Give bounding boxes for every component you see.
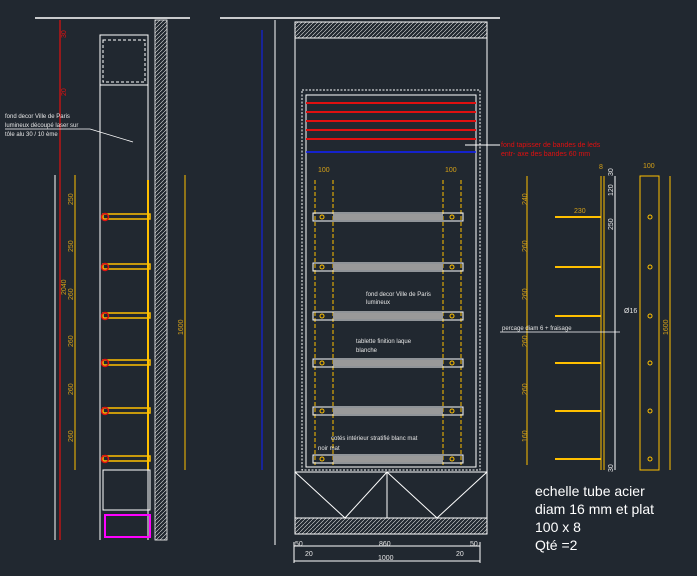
ladder-rung xyxy=(319,408,325,414)
dim-right-step: 160 xyxy=(522,430,529,442)
shelf-frame xyxy=(312,262,464,272)
shelf-frame xyxy=(312,406,464,416)
dim-right-mark: 100 xyxy=(643,163,655,170)
dim-left-step: 260 xyxy=(68,383,75,395)
left-note-line-1: fond decor Ville de Paris xyxy=(5,114,70,120)
left-section-view xyxy=(5,19,186,541)
left-shelf xyxy=(102,359,151,366)
cotes-note-line-1: cotés intérieur stratifié blanc mat xyxy=(331,436,418,442)
shelf xyxy=(333,360,443,366)
ladder-rung xyxy=(100,262,110,272)
dim-gap-right: 20 xyxy=(456,551,464,558)
shelf-frame xyxy=(312,212,464,222)
ladder-rung xyxy=(449,264,455,270)
dim-right-mark: 230 xyxy=(574,208,586,215)
left-shelf xyxy=(102,263,151,270)
dim-top-width: 100 xyxy=(445,167,457,174)
shelf-frame xyxy=(312,311,464,321)
top-hatch xyxy=(294,21,488,39)
ladder-rung xyxy=(449,360,455,366)
ladder-rung xyxy=(100,311,110,321)
diam-label: Ø16 xyxy=(624,308,637,315)
dim-left-top: 20 xyxy=(61,88,68,96)
dim-right-height: 1600 xyxy=(663,319,670,335)
dim-left-height: 1600 xyxy=(178,319,185,335)
rung-hole xyxy=(647,264,653,270)
dim-left-step: 250 xyxy=(68,240,75,252)
left-shelf xyxy=(102,213,151,220)
dim-left-step: 260 xyxy=(68,335,75,347)
rung-hole xyxy=(647,313,653,319)
dim-side-left: 50 xyxy=(295,541,303,548)
spec-line-4: Qté =2 xyxy=(535,537,578,553)
ladder-rung xyxy=(319,313,325,319)
dim-left-step: 260 xyxy=(68,430,75,442)
dim-right-mark: 120 xyxy=(608,184,615,196)
dim-side-right: 50 xyxy=(470,541,478,548)
dim-gap-left: 20 xyxy=(305,551,313,558)
tablette-note-line-1: tablette finition laque xyxy=(356,339,412,345)
ladder-rung xyxy=(319,264,325,270)
ladder-rung xyxy=(100,454,110,464)
ladder-rung xyxy=(449,313,455,319)
shelf xyxy=(333,408,443,414)
dim-right-mark: 30 xyxy=(608,168,615,176)
left-note-line-3: tôle alu 30 / 10 ème xyxy=(5,132,58,138)
red-note-line-2: entr- axe des bandes 60 mm xyxy=(501,151,590,158)
dim-left-step: 260 xyxy=(68,288,75,300)
left-shelf xyxy=(102,455,151,462)
shelf xyxy=(333,264,443,270)
tablette-note-line-2: blanche xyxy=(356,348,378,354)
front-view xyxy=(261,20,500,545)
rung-hole xyxy=(647,408,653,414)
ladder-rung xyxy=(449,408,455,414)
dim-top-width: 100 xyxy=(318,167,330,174)
left-note-line-2: lumineux découpé laser sur xyxy=(5,123,78,129)
rung-hole xyxy=(647,214,653,220)
red-note-line-1: fond tapisser de bandes de leds xyxy=(501,142,601,149)
left-shelf xyxy=(102,407,151,414)
shelf-frame xyxy=(312,454,464,464)
shelf xyxy=(333,214,443,220)
dim-left-top: 30 xyxy=(61,30,68,38)
ladder-rung xyxy=(449,214,455,220)
dim-left-total: 2040 xyxy=(61,279,68,295)
ladder-rung xyxy=(319,360,325,366)
rung-hole xyxy=(647,360,653,366)
percage-note: percage diam 6 + fraisage xyxy=(502,326,572,332)
ladder-rung xyxy=(100,212,110,222)
fond-note-line-2: lumineux xyxy=(366,300,390,306)
bottom-dimensions xyxy=(293,542,481,563)
spec-line-2: diam 16 mm et plat xyxy=(535,501,654,517)
dim-right-step: 260 xyxy=(522,288,529,300)
spec-line-1: echelle tube acier xyxy=(535,483,645,499)
dim-right-step: 260 xyxy=(522,383,529,395)
left-shelf xyxy=(102,312,151,319)
dim-left-step: 250 xyxy=(68,193,75,205)
ladder-rung xyxy=(100,358,110,368)
ladder-detail xyxy=(500,175,671,471)
dim-right-mark: 30 xyxy=(608,464,615,472)
dim-right-step: 260 xyxy=(522,240,529,252)
spec-line-3: 100 x 8 xyxy=(535,519,581,535)
ladder-rung xyxy=(100,406,110,416)
ladder-rung xyxy=(319,456,325,462)
wall-hatch xyxy=(154,19,168,541)
cotes-note-line-2: noir mat xyxy=(318,446,340,452)
base-plinth xyxy=(104,514,151,538)
ladder-rung xyxy=(449,456,455,462)
dim-total-width: 1000 xyxy=(378,555,394,562)
dim-right-mark: 250 xyxy=(608,218,615,230)
shelf xyxy=(333,456,443,462)
shelf-frame xyxy=(312,358,464,368)
ladder-rung xyxy=(319,214,325,220)
dim-inner: 860 xyxy=(379,541,391,548)
rung-hole xyxy=(647,456,653,462)
dim-right-mark: 8 xyxy=(599,164,603,171)
shelf xyxy=(333,313,443,319)
dim-right-step: 260 xyxy=(522,335,529,347)
bottom-hatch xyxy=(294,517,488,535)
fond-note-line-1: fond decor Ville de Paris xyxy=(366,292,431,298)
dim-right-step: 240 xyxy=(522,193,529,205)
